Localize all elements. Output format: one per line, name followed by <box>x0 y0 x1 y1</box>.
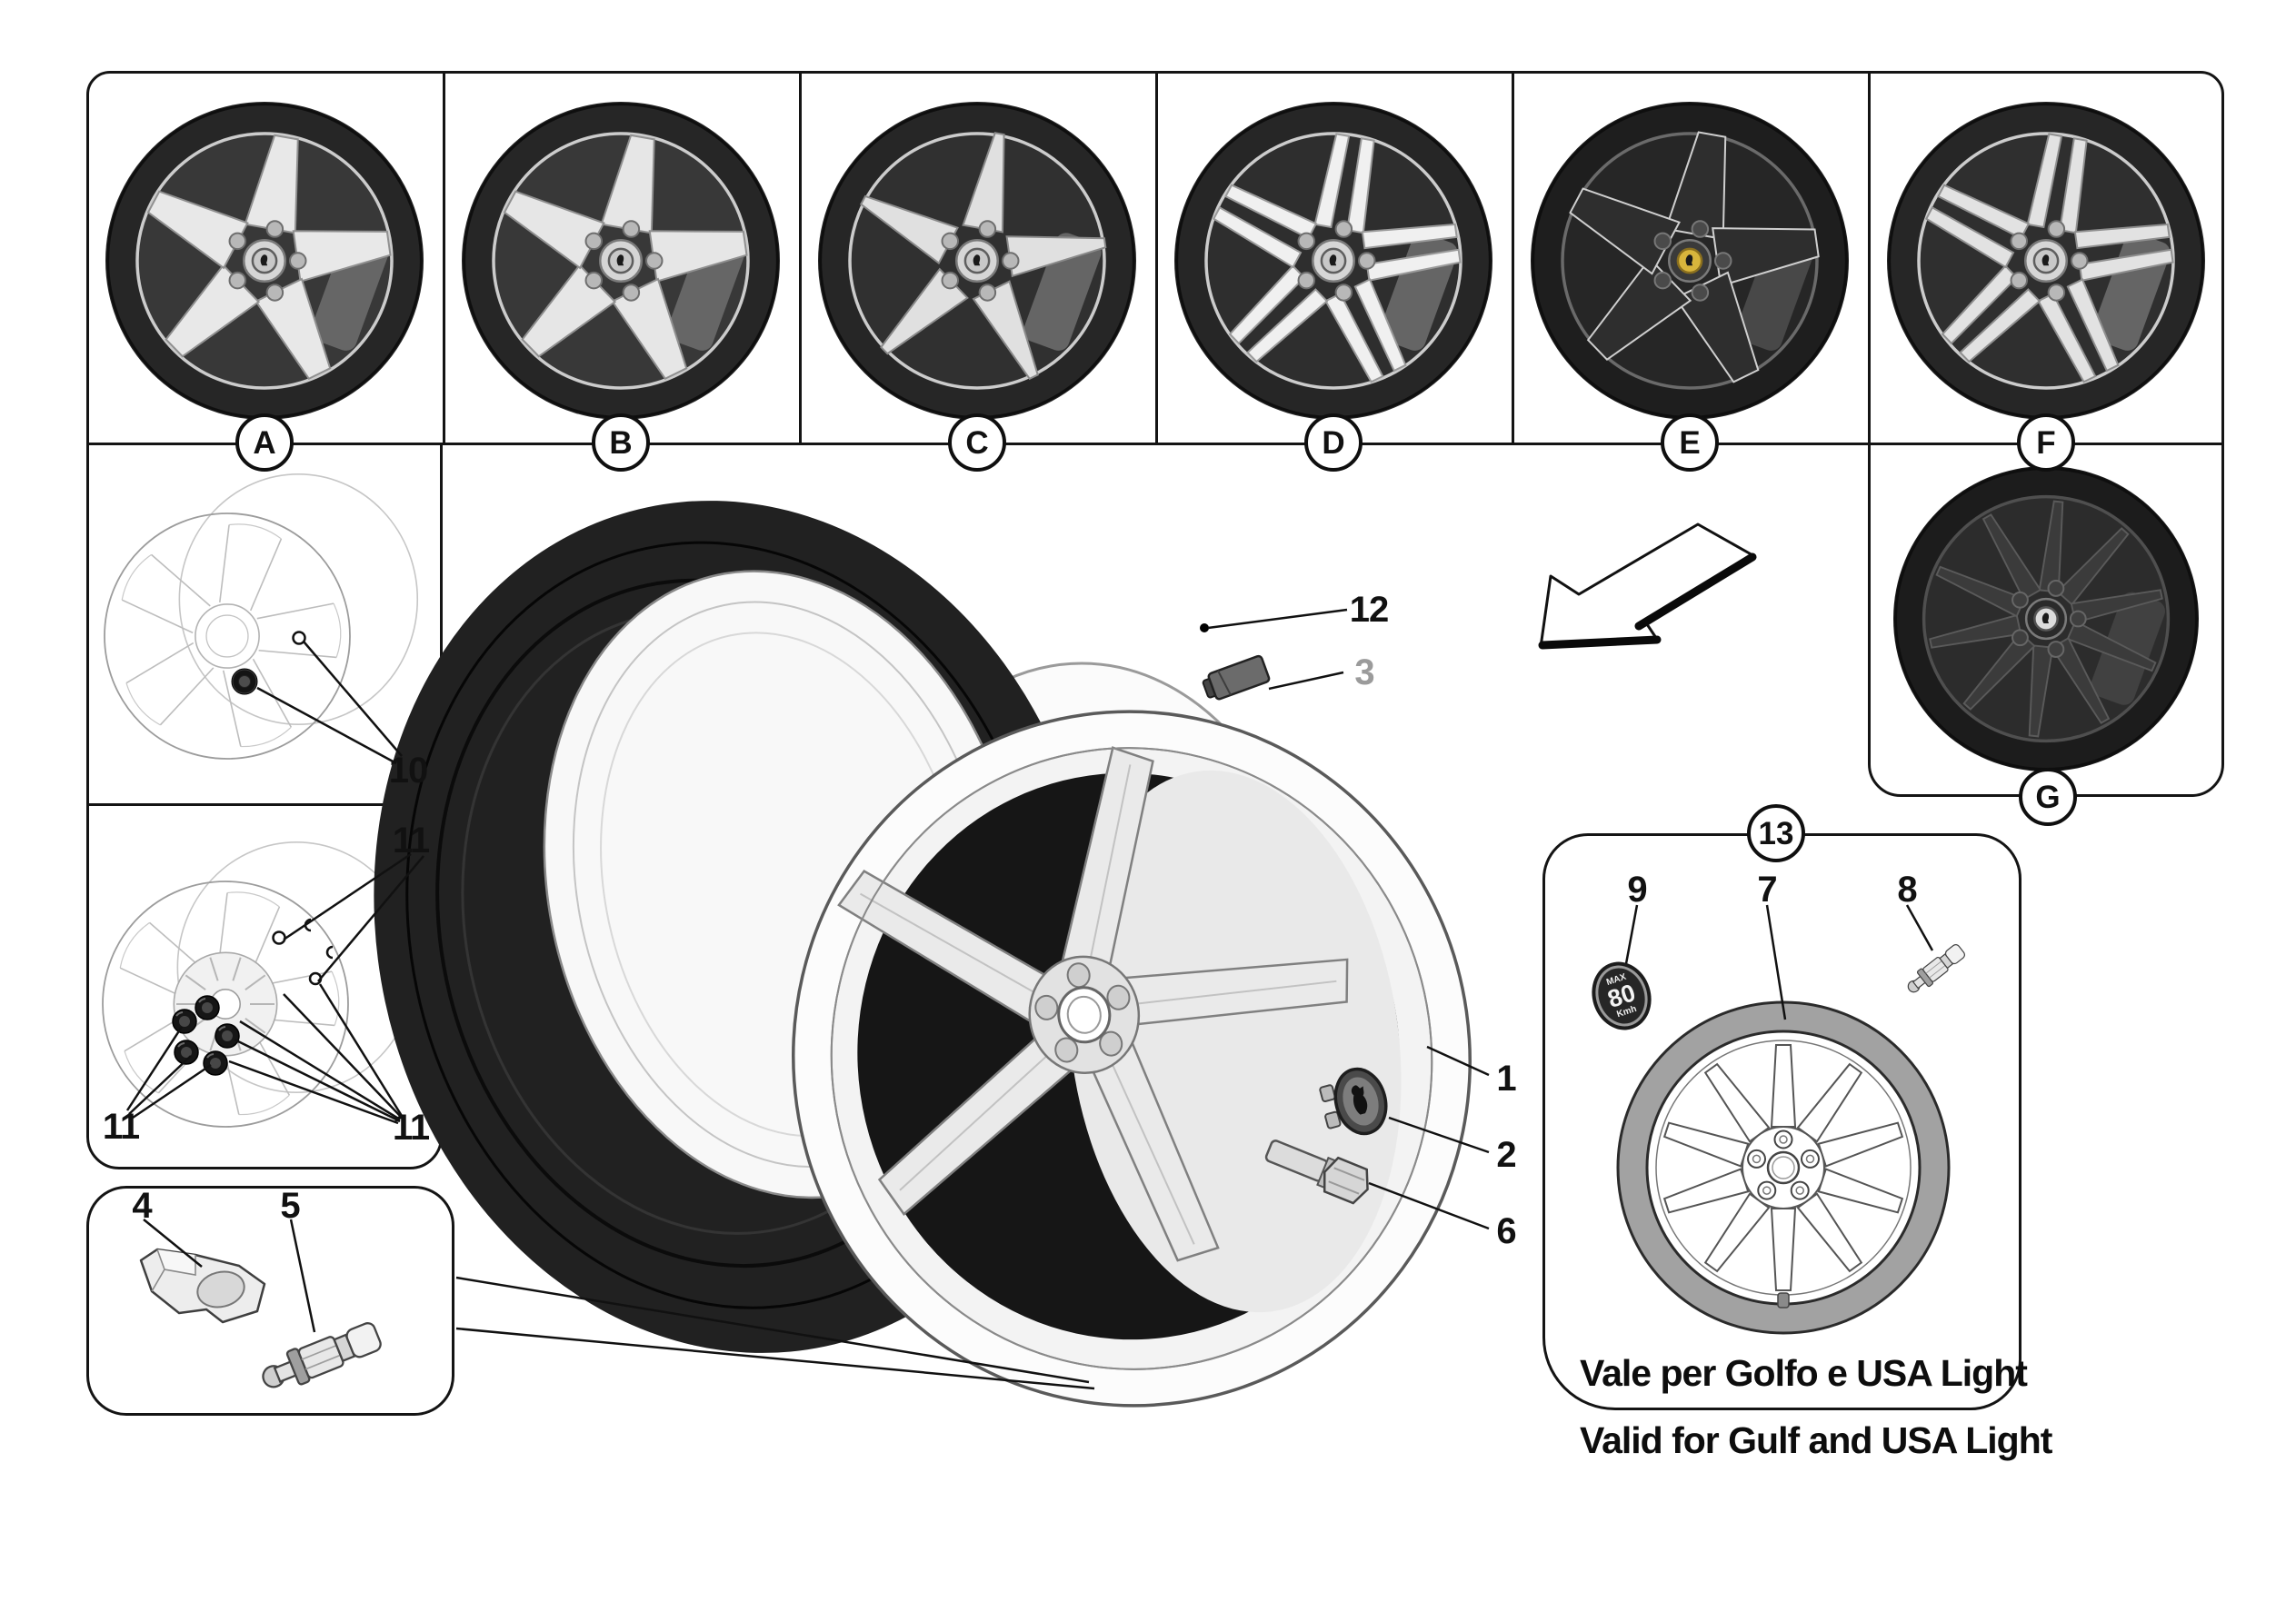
variant-letter: D <box>1322 424 1345 461</box>
variant-label-b: B <box>592 413 650 472</box>
spare-wheel-drawing <box>1616 1000 1951 1335</box>
lug-nuts <box>172 995 240 1076</box>
leader-line <box>455 1327 1095 1390</box>
snap-ring-mark <box>325 945 334 960</box>
panel-divider <box>799 71 802 445</box>
leader-line <box>234 1038 401 1123</box>
wheel-bolt <box>1264 1139 1369 1205</box>
variant-label-f: F <box>2017 413 2075 472</box>
wheel-photo-d <box>1174 102 1492 420</box>
leader-line <box>228 1060 399 1125</box>
variant-label-d: D <box>1304 413 1363 472</box>
wheel-photo-a <box>105 102 424 420</box>
centre-cap <box>1319 1067 1388 1136</box>
balance-weight <box>1202 654 1271 701</box>
callout-5-sensor: 5 <box>280 1186 300 1226</box>
leader-line <box>256 686 397 765</box>
wheel-photo-g <box>1893 466 2199 771</box>
leader-line <box>283 993 403 1119</box>
leader-line <box>1368 1181 1490 1230</box>
valve-sensor <box>262 1322 382 1388</box>
callout-9-badge: 9 <box>1627 870 1647 910</box>
leader-line <box>1268 671 1344 691</box>
leader-line <box>1426 1045 1490 1077</box>
callout-7-rim: 7 <box>1757 870 1777 910</box>
leader-line <box>132 1063 212 1119</box>
variant-letter: F <box>2036 424 2056 461</box>
spare-kit-label-13: 13 <box>1747 804 1805 862</box>
wheel-photo-c <box>818 102 1136 420</box>
leader-line <box>143 1219 203 1268</box>
callout-11-left: 11 <box>102 1107 140 1147</box>
hub-nut <box>231 668 258 695</box>
callout-11-top: 11 <box>392 821 430 861</box>
variant-letter: G <box>2035 779 2061 815</box>
kit-number: 13 <box>1758 815 1794 851</box>
leader-line <box>318 983 404 1117</box>
leader-line <box>455 1276 1090 1384</box>
leader-line <box>128 1055 192 1115</box>
leader-line <box>1388 1116 1490 1154</box>
leader-line <box>125 1026 184 1111</box>
wheel-photo-b <box>462 102 780 420</box>
direction-arrow <box>1538 522 1757 650</box>
callout-4-bracket: 4 <box>132 1186 152 1226</box>
callout-11-right: 11 <box>392 1108 430 1148</box>
tpms-kit-panel <box>86 1186 454 1416</box>
leader-line <box>1207 608 1348 630</box>
leader-line <box>1623 904 1639 970</box>
panel-divider <box>1512 71 1514 445</box>
leader-line <box>289 1219 316 1333</box>
panel-divider <box>443 71 445 445</box>
valve-bracket <box>139 1248 266 1324</box>
leader-line <box>1765 904 1787 1020</box>
variant-letter: B <box>609 424 633 461</box>
wheel-photo-f <box>1887 102 2205 420</box>
note-italian: Vale per Golfo e USA Light <box>1580 1352 2028 1394</box>
variant-label-c: C <box>948 413 1006 472</box>
callout-2-centre-cap: 2 <box>1496 1135 1516 1175</box>
variant-letter: E <box>1679 424 1701 461</box>
callout-6-wheel-bolt: 6 <box>1496 1211 1516 1251</box>
wheel-photo-e <box>1531 102 1849 420</box>
callout-1-tyre: 1 <box>1496 1059 1516 1099</box>
leader-marker <box>292 631 306 645</box>
variant-letter: C <box>965 424 989 461</box>
panel-divider <box>1868 71 1871 445</box>
variant-label-a: A <box>235 413 294 472</box>
callout-10-hub-nut: 10 <box>388 751 428 791</box>
callout-3-balance-weight: 3 <box>1354 652 1374 692</box>
sensor-dot <box>1200 623 1209 632</box>
leader-line <box>239 1020 401 1121</box>
spare-valve <box>1907 944 1966 993</box>
leader-line <box>317 855 424 982</box>
callout-12-sensor: 12 <box>1349 590 1389 630</box>
variant-label-e: E <box>1661 413 1719 472</box>
panel-divider <box>1155 71 1158 445</box>
leader-line <box>303 641 403 757</box>
note-english: Valid for Gulf and USA Light <box>1580 1419 2052 1461</box>
leader-marker <box>272 930 286 945</box>
callout-8-valve: 8 <box>1897 870 1917 910</box>
leader-line <box>283 852 412 941</box>
variant-label-g: G <box>2019 768 2077 826</box>
hub-nut-wheel-drawing <box>104 473 419 760</box>
lug-nuts-wheel-drawing <box>102 841 417 1128</box>
front-wheel <box>792 710 1472 1408</box>
leader-line <box>1905 904 1934 951</box>
variant-letter: A <box>253 424 276 461</box>
